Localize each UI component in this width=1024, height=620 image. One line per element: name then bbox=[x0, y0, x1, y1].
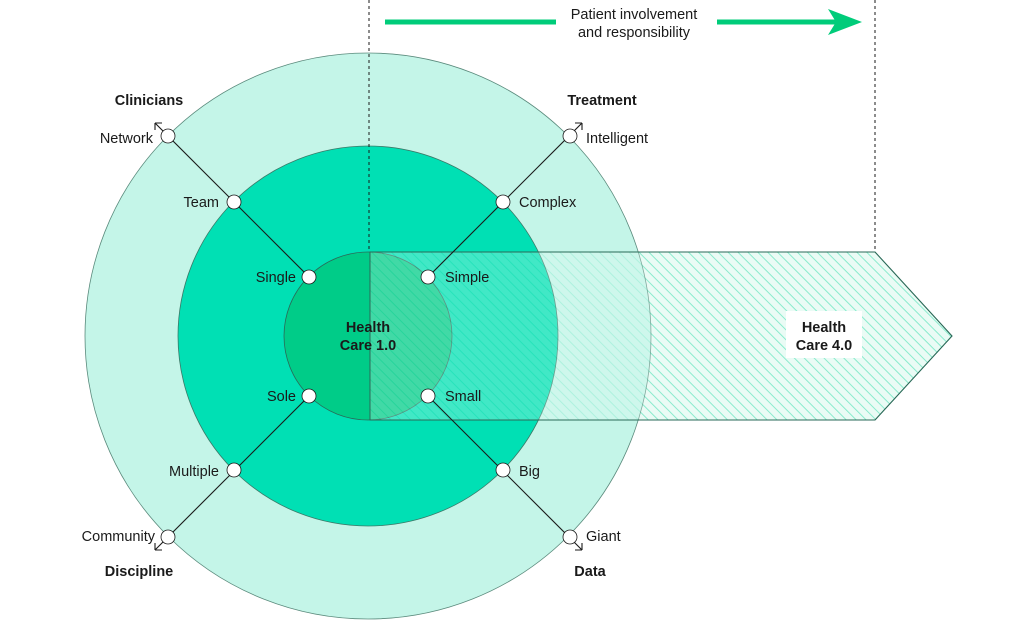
arrow-br-icon bbox=[575, 543, 583, 551]
node-simple bbox=[420, 269, 436, 285]
category-treatment: Treatment bbox=[567, 93, 636, 109]
node-giant bbox=[562, 529, 578, 545]
target-label-line2: Care 4.0 bbox=[796, 338, 852, 354]
center-label-line2: Care 1.0 bbox=[340, 338, 396, 354]
label-small: Small bbox=[445, 389, 481, 405]
label-team: Team bbox=[184, 195, 219, 211]
node-community bbox=[160, 529, 176, 545]
node-big bbox=[495, 462, 511, 478]
node-complex bbox=[495, 194, 511, 210]
arrow-bl-icon bbox=[154, 543, 162, 551]
arrow-tl-icon bbox=[154, 122, 162, 130]
node-team bbox=[226, 194, 242, 210]
label-giant: Giant bbox=[586, 529, 621, 545]
label-sole: Sole bbox=[267, 389, 296, 405]
category-data: Data bbox=[574, 564, 606, 580]
target-label-line1: Health bbox=[802, 320, 846, 336]
node-single bbox=[301, 269, 317, 285]
label-multiple: Multiple bbox=[169, 464, 219, 480]
node-sole bbox=[301, 388, 317, 404]
node-small bbox=[420, 388, 436, 404]
banner-text-line1: Patient involvement bbox=[571, 7, 698, 23]
arrow-tr-icon bbox=[575, 122, 583, 130]
banner-arrowhead-icon bbox=[828, 9, 862, 35]
label-complex: Complex bbox=[519, 195, 577, 211]
label-single: Single bbox=[256, 270, 296, 286]
node-network bbox=[160, 128, 176, 144]
banner-text-line2: and responsibility bbox=[578, 25, 691, 41]
center-label-line1: Health bbox=[346, 320, 390, 336]
category-clinicians: Clinicians bbox=[115, 93, 184, 109]
label-intelligent: Intelligent bbox=[586, 131, 648, 147]
target-label-box bbox=[786, 311, 862, 358]
care-4-arrow-overlay bbox=[369, 251, 953, 421]
label-network: Network bbox=[100, 131, 154, 147]
node-intelligent bbox=[562, 128, 578, 144]
label-simple: Simple bbox=[445, 270, 489, 286]
label-community: Community bbox=[82, 529, 156, 545]
category-discipline: Discipline bbox=[105, 564, 174, 580]
label-big: Big bbox=[519, 464, 540, 480]
node-multiple bbox=[226, 462, 242, 478]
